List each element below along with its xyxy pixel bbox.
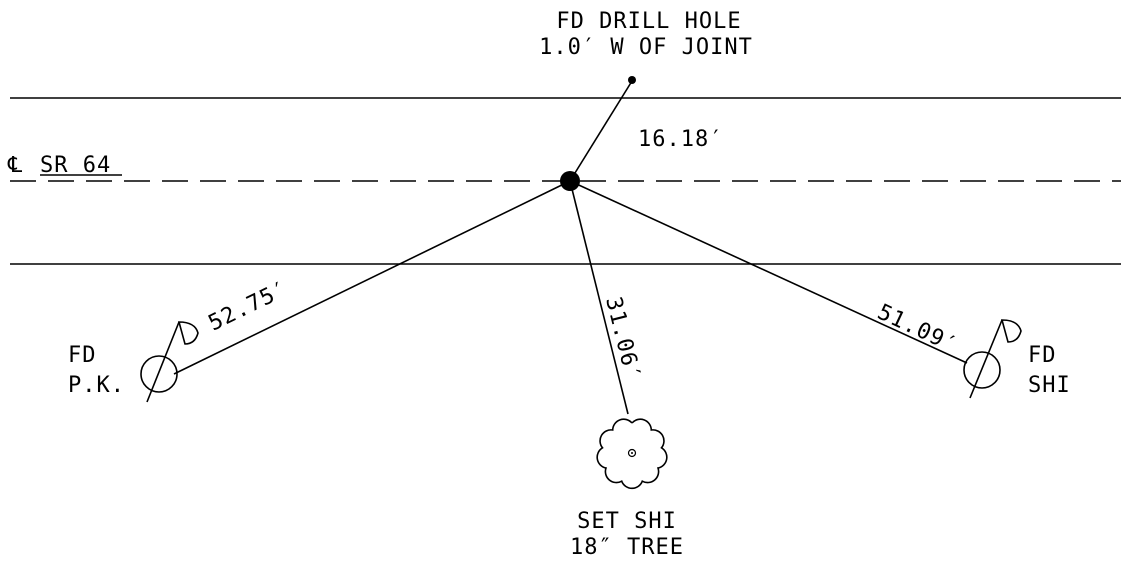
shi-monument-icon xyxy=(963,319,1022,399)
tie-line-drill-hole xyxy=(569,80,633,182)
tree-label-line1: SET SHI xyxy=(577,509,677,534)
tie-line-tree xyxy=(569,180,629,415)
tie-line-pk xyxy=(173,180,571,375)
centerline-label: SR 64 xyxy=(40,153,111,178)
pk-label-line2: P.K. xyxy=(68,373,125,398)
pk-nail-monument-icon xyxy=(140,321,199,403)
drill-hole-distance: 16.18′ xyxy=(638,127,723,152)
centerline-symbol: ℄ xyxy=(7,153,23,178)
tree-icon xyxy=(596,418,668,490)
tree-label-line2: 18″ TREE xyxy=(570,535,684,560)
tree-distance: 31.06′ xyxy=(600,294,645,383)
shi-distance: 51.09′ xyxy=(873,300,961,359)
shi-label-line2: SHI xyxy=(1028,373,1071,398)
drill-hole-label-line2: 1.0′ W OF JOINT xyxy=(539,35,753,60)
shi-label-line1: FD xyxy=(1028,343,1057,368)
pk-distance: 52.75′ xyxy=(205,276,293,336)
tie-line-shi xyxy=(569,180,968,364)
drill-hole-label-line1: FD DRILL HOLE xyxy=(556,9,741,34)
centerline-point xyxy=(560,171,580,191)
pk-label-line1: FD xyxy=(68,343,97,368)
drill-hole-point xyxy=(628,76,636,84)
